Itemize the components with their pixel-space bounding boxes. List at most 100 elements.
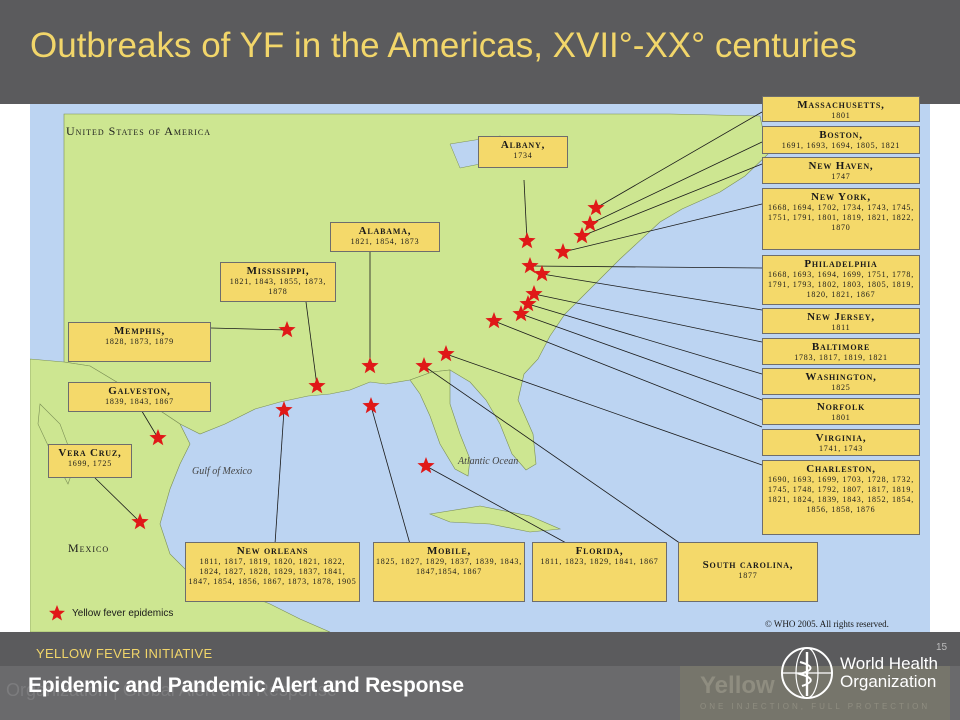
box-florida: Florida, 1811, 1823, 1829, 1841, 1867 — [532, 542, 667, 602]
box-norfolk-name: Norfolk — [816, 401, 866, 413]
slide-title: Outbreaks of YF in the Americas, XVII°-X… — [30, 26, 857, 65]
epidemic-star-4 — [554, 243, 572, 260]
cuba-land — [428, 505, 562, 533]
footer: YELLOW FEVER INITIATIVE 15 Organization … — [0, 632, 960, 720]
usa-land — [63, 113, 769, 471]
epidemic-star-2 — [581, 215, 599, 232]
box-boston-years: 1691, 1693, 1694, 1805, 1821 — [781, 141, 901, 150]
box-boston: Boston, 1691, 1693, 1694, 1805, 1821 — [762, 126, 920, 154]
box-washington: Washington, 1825 — [762, 368, 920, 395]
box-massachusetts-years: 1801 — [831, 111, 851, 120]
who-emblem-icon — [781, 647, 833, 699]
box-new-york-years: 1668, 1694, 1702, 1734, 1743, 1745, 1751… — [768, 203, 914, 232]
footer-ghost-text: Organization | Global Alert and Response — [6, 680, 337, 700]
label-atlantic-ocean: Atlantic Ocean — [458, 456, 519, 467]
box-vera-cruz: Vera Cruz, 1699, 1725 — [48, 444, 132, 478]
initiative-label: YELLOW FEVER INITIATIVE — [36, 646, 213, 661]
legend: Yellow fever epidemics — [48, 604, 173, 622]
box-south-carolina-name: South carolina, — [702, 559, 794, 571]
who-line-1: World Health — [840, 654, 938, 673]
box-massachusetts: Massachusetts, 1801 — [762, 96, 920, 122]
box-norfolk: Norfolk 1801 — [762, 398, 920, 425]
legend-label: Yellow fever epidemics — [72, 607, 174, 619]
leader-lines — [94, 111, 763, 547]
box-mississippi-years: 1821, 1843, 1855, 1873, 1878 — [229, 277, 327, 296]
epidemic-star-11 — [485, 312, 503, 329]
box-memphis: Memphis, 1828, 1873, 1879 — [68, 322, 211, 362]
box-new-orleans: New orleans 1811, 1817, 1819, 1820, 1821… — [185, 542, 360, 602]
box-philadelphia-name: Philadelphia — [804, 258, 878, 270]
box-new-haven-name: New Haven, — [808, 160, 874, 172]
box-mobile-years: 1825, 1827, 1829, 1837, 1839, 1843, 1847… — [376, 557, 522, 576]
box-vera-cruz-name: Vera Cruz, — [58, 447, 122, 459]
box-new-orleans-name: New orleans — [236, 545, 309, 557]
box-new-orleans-years: 1811, 1817, 1819, 1820, 1821, 1822, 1824… — [188, 557, 357, 586]
box-galveston: Galveston, 1839, 1843, 1867 — [68, 382, 211, 412]
box-new-jersey-name: New Jersey, — [807, 311, 875, 323]
epidemic-star-12 — [437, 345, 455, 362]
box-mississippi: Mississippi, 1821, 1843, 1855, 1873, 187… — [220, 262, 336, 302]
epidemic-star-9 — [519, 295, 537, 312]
page-number: 15 — [936, 642, 948, 653]
box-virginia: Virginia, 1741, 1743 — [762, 429, 920, 456]
box-washington-name: Washington, — [805, 371, 877, 383]
box-new-haven: New Haven, 1747 — [762, 157, 920, 184]
box-philadelphia-years: 1668, 1693, 1694, 1699, 1751, 1778, 1791… — [768, 270, 914, 299]
epidemic-star-20 — [149, 429, 167, 446]
box-new-york-name: New York, — [811, 191, 871, 203]
box-florida-years: 1811, 1823, 1829, 1841, 1867 — [540, 557, 659, 566]
epidemic-star-17 — [275, 401, 293, 418]
box-virginia-years: 1741, 1743 — [819, 444, 863, 453]
box-baltimore: Baltimore 1783, 1817, 1819, 1821 — [762, 338, 920, 365]
box-galveston-name: Galveston, — [108, 385, 171, 397]
epidemic-star-19 — [417, 457, 435, 474]
box-memphis-name: Memphis, — [113, 325, 166, 337]
box-baltimore-years: 1783, 1817, 1819, 1821 — [794, 353, 888, 362]
epidemic-star-8 — [525, 285, 543, 302]
box-galveston-years: 1839, 1843, 1867 — [105, 397, 174, 406]
footer-ghost-tagline: ONE INJECTION, FULL PROTECTION — [700, 702, 931, 711]
box-charleston-name: Charleston, — [806, 463, 876, 475]
box-albany: Albany, 1734 — [478, 136, 568, 168]
epidemic-star-6 — [521, 257, 539, 274]
epidemic-star-5 — [518, 232, 536, 249]
box-new-york: New York, 1668, 1694, 1702, 1734, 1743, … — [762, 188, 920, 250]
box-south-carolina-years: 1877 — [738, 571, 758, 580]
epidemic-star-18 — [362, 397, 380, 414]
epidemic-star-14 — [361, 357, 379, 374]
box-albany-years: 1734 — [513, 151, 533, 160]
label-gulf-of-mexico: Gulf of Mexico — [192, 466, 252, 477]
epidemic-star-21 — [131, 513, 149, 530]
florida-land — [409, 369, 471, 477]
box-alabama-years: 1821, 1854, 1873 — [350, 237, 420, 246]
box-florida-name: Florida, — [575, 545, 624, 557]
epidemic-star-13 — [415, 357, 433, 374]
epidemic-star-7 — [533, 265, 551, 282]
label-usa: United States of America — [66, 124, 212, 138]
box-massachusetts-name: Massachusetts, — [797, 99, 885, 111]
box-memphis-years: 1828, 1873, 1879 — [105, 337, 174, 346]
epidemic-star-15 — [308, 377, 326, 394]
epidemic-star-3 — [573, 227, 591, 244]
box-new-jersey: New Jersey, 1811 — [762, 308, 920, 334]
box-virginia-name: Virginia, — [815, 432, 867, 444]
box-alabama: Alabama, 1821, 1854, 1873 — [330, 222, 440, 252]
box-mobile-name: Mobile, — [426, 545, 472, 557]
epidemic-star-10 — [512, 305, 530, 322]
box-mississippi-name: Mississippi, — [246, 265, 310, 277]
who-logo: World Health Organization — [780, 646, 938, 700]
box-new-haven-years: 1747 — [831, 172, 851, 181]
box-boston-name: Boston, — [819, 129, 863, 141]
footer-ghost-yellow: Yellow — [700, 672, 775, 699]
box-philadelphia: Philadelphia 1668, 1693, 1694, 1699, 175… — [762, 255, 920, 305]
epidemic-stars — [131, 199, 605, 530]
box-baltimore-name: Baltimore — [811, 341, 871, 353]
box-charleston: Charleston, 1690, 1693, 1699, 1703, 1728… — [762, 460, 920, 535]
box-washington-years: 1825 — [831, 383, 851, 392]
epidemic-star-1 — [587, 199, 605, 216]
title-bar: Outbreaks of YF in the Americas, XVII°-X… — [0, 0, 960, 104]
box-vera-cruz-years: 1699, 1725 — [68, 459, 112, 468]
box-alabama-name: Alabama, — [358, 225, 412, 237]
copyright: © WHO 2005. All rights reserved. — [765, 619, 889, 629]
box-mobile: Mobile, 1825, 1827, 1829, 1837, 1839, 18… — [373, 542, 525, 602]
